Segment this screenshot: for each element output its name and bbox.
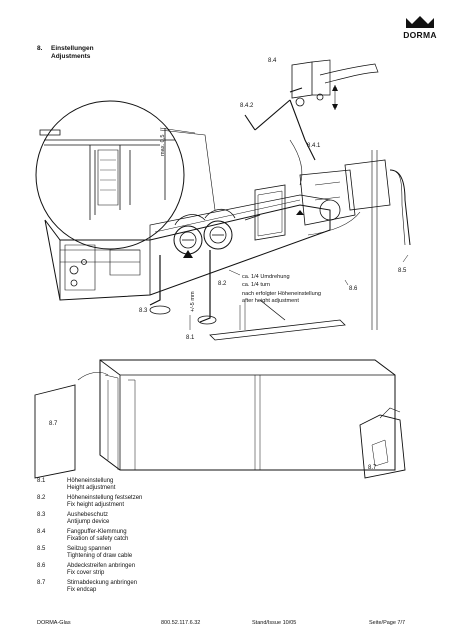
legend-number: 8.6 bbox=[37, 563, 46, 569]
legend-text-de: Stirnabdeckung anbringen bbox=[67, 580, 138, 586]
note-after-en: after height adjustment bbox=[242, 298, 299, 304]
callout-8-7-right: 8.7 bbox=[368, 465, 377, 471]
callout-8-5: 8.5 bbox=[398, 268, 407, 274]
detail-circle bbox=[35, 100, 185, 250]
legend-text-en: Height adjustment bbox=[67, 485, 116, 491]
legend-number: 8.7 bbox=[37, 580, 46, 586]
footer-left: DORMA-Glas bbox=[37, 620, 71, 626]
legend-text-de: Höheneinstellung bbox=[67, 478, 114, 484]
legend-text-de: Fangpuffer-Klemmung bbox=[67, 529, 127, 535]
callout-8-6: 8.6 bbox=[349, 286, 358, 292]
footer-page: Seite/Page 7/7 bbox=[369, 620, 406, 626]
legend-text-en: Antijump device bbox=[67, 519, 110, 525]
note-turn-en: ca. 1/4 turn bbox=[242, 282, 270, 288]
legend-text-en: Tightening of draw cable bbox=[67, 553, 133, 559]
callout-8-4: 8.4 bbox=[268, 58, 277, 64]
legend-text-en: Fixation of safety catch bbox=[67, 536, 129, 542]
section-number: 8. bbox=[37, 45, 43, 52]
section-title-de: Einstellungen bbox=[51, 45, 94, 52]
legend-text-en: Fix cover strip bbox=[67, 570, 105, 576]
legend-number: 8.1 bbox=[37, 478, 46, 484]
footer-issue: Stand/Issue 10/05 bbox=[252, 620, 297, 626]
section-title-en: Adjustments bbox=[51, 53, 91, 60]
dorma-crown-icon bbox=[406, 16, 434, 28]
legend-number: 8.4 bbox=[37, 529, 46, 535]
brand-name: DORMA bbox=[403, 30, 437, 40]
legend-text-de: Abdeckstreifen anbringen bbox=[67, 563, 136, 569]
footer-code: 800.52.117.6.32 bbox=[161, 620, 201, 626]
note-turn-de: ca. 1/4 Umdrehung bbox=[242, 274, 290, 280]
section-heading: 8. Einstellungen Adjustments bbox=[37, 45, 94, 61]
legend-number: 8.2 bbox=[37, 495, 46, 501]
legend-text-en: Fix endcap bbox=[67, 587, 97, 593]
legend-text-en: Fix height adjustment bbox=[67, 502, 125, 508]
callout-8-1: 8.1 bbox=[186, 335, 195, 341]
callout-8-4-2: 8.4.2 bbox=[240, 103, 254, 109]
legend-text-de: Aushebeschutz bbox=[67, 512, 109, 518]
note-after-de: nach erfolgter Höheneinstellung bbox=[242, 291, 321, 297]
dorma-logo: DORMA bbox=[400, 14, 440, 42]
legend-number: 8.3 bbox=[37, 512, 46, 518]
callout-8-4-1: 8.4.1 bbox=[307, 143, 321, 149]
dim-plusminus: +/-5 mm bbox=[190, 291, 196, 312]
legend-text-de: Höheneinstellung festsetzen bbox=[67, 495, 143, 501]
dim-max: max. 0,5 bbox=[160, 134, 166, 156]
callout-8-7-left: 8.7 bbox=[49, 421, 58, 427]
callout-8-2: 8.2 bbox=[218, 281, 227, 287]
legend-text-de: Seilzug spannen bbox=[67, 546, 112, 552]
callout-8-3: 8.3 bbox=[139, 308, 148, 314]
legend-number: 8.5 bbox=[37, 546, 46, 552]
